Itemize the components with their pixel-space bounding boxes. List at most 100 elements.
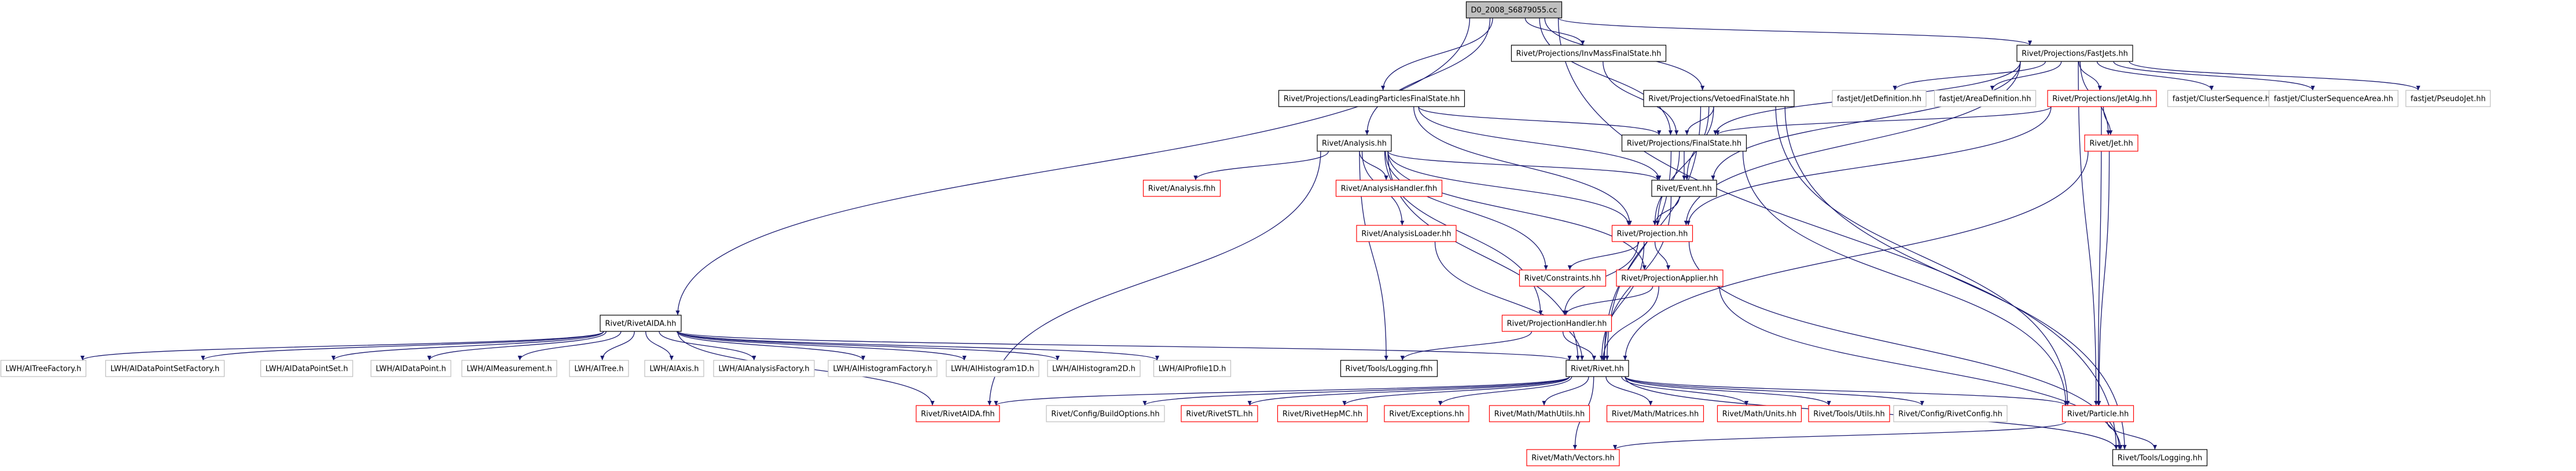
node-label: Rivet/AnalysisHandler.fhh (1341, 185, 1438, 193)
edge-rivetaida-to-rivet (677, 331, 1572, 361)
node-projection[interactable]: Rivet/Projection.hh (1611, 225, 1693, 242)
edge-analysis-to-rivetaida-fhh (987, 151, 1321, 406)
node-vetoed[interactable]: Rivet/Projections/VetoedFinalState.hh (1643, 90, 1795, 107)
dependency-nodes: D0_2008_S6879055.ccRivet/RivetAIDA.hhRiv… (0, 1, 2491, 466)
edge-rivet-to-matrices (1605, 376, 1653, 406)
edge-rivetaida-to-lwh-dpsf (201, 331, 604, 361)
node-label: Rivet/Config/RivetConfig.hh (1898, 410, 2002, 419)
edge-root-to-analysis (1365, 17, 1491, 136)
node-label: Rivet/Projection.hh (1617, 230, 1688, 239)
node-box (1153, 360, 1232, 377)
node-label: fastjet/PseudoJet.hh (2410, 95, 2486, 104)
node-box (1511, 45, 1667, 62)
node-particle[interactable]: Rivet/Particle.hh (2061, 405, 2134, 422)
node-lwh-p1: LWH/AIProfile1D.h (1153, 360, 1232, 377)
node-utils[interactable]: Rivet/Tools/Utils.hh (1808, 405, 1890, 422)
node-label: Rivet/Config/BuildOptions.hh (1051, 410, 1159, 419)
node-fj-jetdef: fastjet/JetDefinition.hh (1832, 90, 1927, 107)
node-jet[interactable]: Rivet/Jet.hh (2084, 134, 2138, 152)
edge-rivetaida-to-lwh-h1 (677, 331, 967, 361)
node-fj-areadef: fastjet/AreaDefinition.hh (1934, 90, 2037, 107)
node-box (0, 360, 87, 377)
node-lwh-treefactory: LWH/AITreeFactory.h (0, 360, 87, 377)
node-label: D0_2008_S6879055.cc (1471, 6, 1557, 15)
node-analysisloader[interactable]: Rivet/AnalysisLoader.hh (1356, 225, 1457, 242)
node-label: Rivet/Projections/LeadingParticlesFinalS… (1284, 95, 1460, 104)
edge-vetoed-to-logging (1784, 106, 2127, 450)
edge-jetalg-to-jet (2103, 106, 2113, 136)
node-leading[interactable]: Rivet/Projections/LeadingParticlesFinalS… (1278, 90, 1465, 107)
node-label: Rivet/Projections/FinalState.hh (1627, 140, 1741, 148)
node-box (1616, 269, 1724, 287)
node-label: Rivet/Projections/FastJets.hh (2022, 50, 2128, 59)
node-vectors[interactable]: Rivet/Math/Vectors.hh (1526, 449, 1620, 466)
dependency-edges (80, 17, 2420, 450)
node-analysis-fhh[interactable]: Rivet/Analysis.fhh (1142, 180, 1221, 197)
node-rivetconfig: Rivet/Config/RivetConfig.hh (1893, 405, 2008, 422)
edge-finalstate-to-particle (1742, 151, 2068, 406)
node-box (1934, 90, 2037, 107)
node-event[interactable]: Rivet/Event.hh (1651, 180, 1717, 197)
node-fastjets[interactable]: Rivet/Projections/FastJets.hh (2016, 45, 2133, 62)
node-fj-csa: fastjet/ClusterSequenceArea.hh (2268, 90, 2399, 107)
node-matrices[interactable]: Rivet/Math/Matrices.hh (1606, 405, 1704, 422)
node-jetalg[interactable]: Rivet/Projections/JetAlg.hh (2047, 90, 2157, 107)
edge-leading-to-event (1418, 106, 1662, 181)
node-box (461, 360, 557, 377)
node-projhandler[interactable]: Rivet/ProjectionHandler.hh (1501, 315, 1612, 332)
node-label: Rivet/ProjectionHandler.hh (1507, 320, 1607, 328)
node-analysis[interactable]: Rivet/Analysis.hh (1317, 134, 1392, 152)
node-lwh-h1: LWH/AIHistogram1D.h (946, 360, 1039, 377)
node-projapplier[interactable]: Rivet/ProjectionApplier.hh (1616, 269, 1724, 287)
node-label: Rivet/RivetHepMC.hh (1283, 410, 1362, 419)
node-label: Rivet/Event.hh (1656, 185, 1712, 193)
edge-analysis-to-analysishandler (1359, 151, 1388, 181)
node-lwh-dpsf: LWH/AIDataPointSetFactory.h (105, 360, 225, 377)
node-box (2112, 449, 2208, 466)
edge-projhandler-to-rivet (1562, 331, 1597, 361)
edge-rivet-to-utils (1625, 376, 1831, 406)
node-finalstate[interactable]: Rivet/Projections/FinalState.hh (1621, 134, 1747, 152)
node-label: Rivet/Math/Units.hh (1722, 410, 1797, 419)
edge-projection-to-rivet (1599, 241, 1645, 361)
edge-rivet-to-mathutils (1542, 376, 1589, 406)
node-fj-pj: fastjet/PseudoJet.hh (2405, 90, 2491, 107)
edge-jetalg-to-finalstate (1715, 106, 2052, 136)
node-units[interactable]: Rivet/Math/Units.hh (1717, 405, 1802, 422)
node-label: Rivet/Projections/InvMassFinalState.hh (1516, 50, 1662, 59)
edge-fastjets-to-fj-pj (2129, 61, 2420, 91)
edge-analysis-to-projection (1387, 151, 1631, 226)
node-box (2268, 90, 2399, 107)
node-lwh-af: LWH/AIAnalysisFactory.h (713, 360, 815, 377)
node-exceptions[interactable]: Rivet/Exceptions.hh (1384, 405, 1469, 422)
edge-rivetaida-to-lwh-meas (517, 331, 622, 361)
node-rivet[interactable]: Rivet/Rivet.hh (1566, 360, 1629, 377)
node-lwh-dps: LWH/AIDataPointSet.h (260, 360, 354, 377)
node-label: LWH/AIAxis.h (649, 365, 699, 374)
node-box (1142, 180, 1221, 197)
node-root[interactable]: D0_2008_S6879055.cc (1465, 1, 1563, 19)
node-analysishandler[interactable]: Rivet/AnalysisHandler.fhh (1335, 180, 1443, 197)
edge-fastjets-to-fj-jetdef (1893, 61, 2046, 91)
node-label: LWH/AIProfile1D.h (1159, 365, 1226, 374)
node-box (1808, 405, 1890, 422)
edge-rivetaida-to-lwh-h2 (677, 331, 1060, 361)
node-invmass[interactable]: Rivet/Projections/InvMassFinalState.hh (1511, 45, 1667, 62)
node-box (1335, 180, 1443, 197)
node-logging[interactable]: Rivet/Tools/Logging.hh (2112, 449, 2208, 466)
node-label: Rivet/Analysis.hh (1322, 140, 1387, 148)
node-box (2016, 45, 2133, 62)
node-rivetaida[interactable]: Rivet/RivetAIDA.hh (600, 315, 682, 332)
node-mathutils[interactable]: Rivet/Math/MathUtils.hh (1489, 405, 1590, 422)
node-rivetstl[interactable]: Rivet/RivetSTL.hh (1181, 405, 1258, 422)
edge-fastjets-to-jetalg (2078, 61, 2102, 91)
edge-root-to-invmass (1524, 17, 1585, 46)
node-label: fastjet/JetDefinition.hh (1837, 95, 1921, 104)
node-rivetaida-fhh[interactable]: Rivet/RivetAIDA.fhh (916, 405, 1000, 422)
node-rivethepmc[interactable]: Rivet/RivetHepMC.hh (1277, 405, 1368, 422)
node-tools-logging-fhh[interactable]: Rivet/Tools/Logging.fhh (1340, 360, 1438, 377)
node-constraints[interactable]: Rivet/Constraints.hh (1519, 269, 1607, 287)
edge-rivetaida-to-lwh-axis (645, 331, 674, 361)
edge-rivet-to-units (1621, 376, 1749, 406)
node-box (1606, 405, 1704, 422)
